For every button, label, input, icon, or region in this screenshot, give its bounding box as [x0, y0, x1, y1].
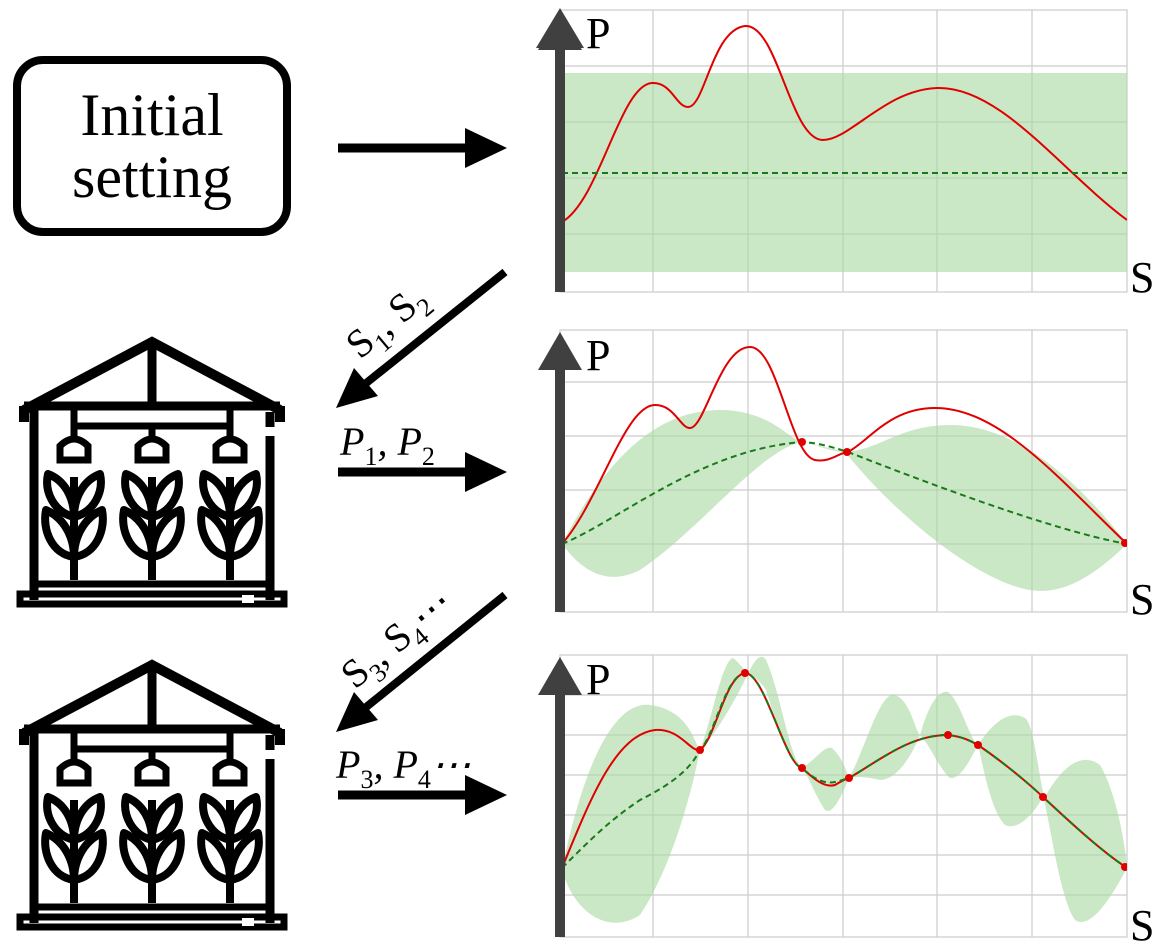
- initial-setting-box: Initial setting: [13, 56, 291, 236]
- y-axis-label-2: P: [586, 331, 610, 380]
- sample-point-2c: [1121, 539, 1127, 547]
- plot-panel-3: P S: [538, 654, 1154, 950]
- label-s1-s2: S1, S2: [337, 274, 440, 372]
- sample-point-3a: [696, 746, 704, 754]
- arrow-initial-to-panel1: [338, 128, 507, 168]
- greenhouse-icon: [20, 665, 284, 927]
- confidence-band-3: [562, 656, 1127, 923]
- x-axis-label-2: S: [1130, 575, 1154, 624]
- x-axis-label-1: S: [1130, 253, 1154, 302]
- svg-text:P1, P2: P1, P2: [339, 419, 435, 471]
- mean-line-2: [561, 440, 1127, 545]
- arrow-panel1-to-greenhouse1: [336, 268, 508, 408]
- y-axis-arrow-2: [555, 360, 565, 612]
- y-axis-arrow-3: [555, 685, 565, 937]
- y-axis-label-3: P: [586, 655, 610, 704]
- confidence-band-2: [562, 410, 1127, 591]
- label-p1-p2: P1, P2: [339, 419, 435, 471]
- sample-point-3g: [1039, 793, 1047, 801]
- y-axis-arrow-1: [555, 40, 565, 292]
- arrow-greenhouse1-to-panel2: [338, 452, 507, 492]
- initial-setting-label: Initial setting: [72, 82, 232, 210]
- plot-panel-1: P S: [536, 8, 1154, 302]
- sample-point-3b: [741, 669, 749, 677]
- greenhouse-icon: [20, 342, 284, 604]
- sample-point-3e: [944, 731, 952, 739]
- mean-line-3: [561, 671, 1127, 869]
- sample-point-2a: [798, 438, 806, 446]
- sample-point-3d: [845, 774, 853, 782]
- sample-point-3f: [974, 741, 982, 749]
- sample-point-2b: [843, 448, 851, 456]
- x-axis-label-3: S: [1130, 901, 1154, 950]
- svg-text:P3, P4⋯: P3, P4⋯: [335, 742, 471, 794]
- y-axis-label-1: P: [586, 9, 610, 58]
- sample-point-3h: [1121, 863, 1127, 871]
- flow-arrows: [336, 128, 508, 815]
- sample-point-3c: [798, 764, 806, 772]
- true-function-1: [561, 24, 1127, 223]
- arrow-greenhouse2-to-panel3: [338, 775, 507, 815]
- true-function-2: [561, 345, 1127, 545]
- svg-text:S1, S2: S1, S2: [337, 274, 440, 372]
- label-p3-p4: P3, P4⋯: [335, 742, 471, 794]
- plot-panel-2: P S: [538, 329, 1154, 624]
- arrow-panel2-to-greenhouse2: [336, 591, 508, 732]
